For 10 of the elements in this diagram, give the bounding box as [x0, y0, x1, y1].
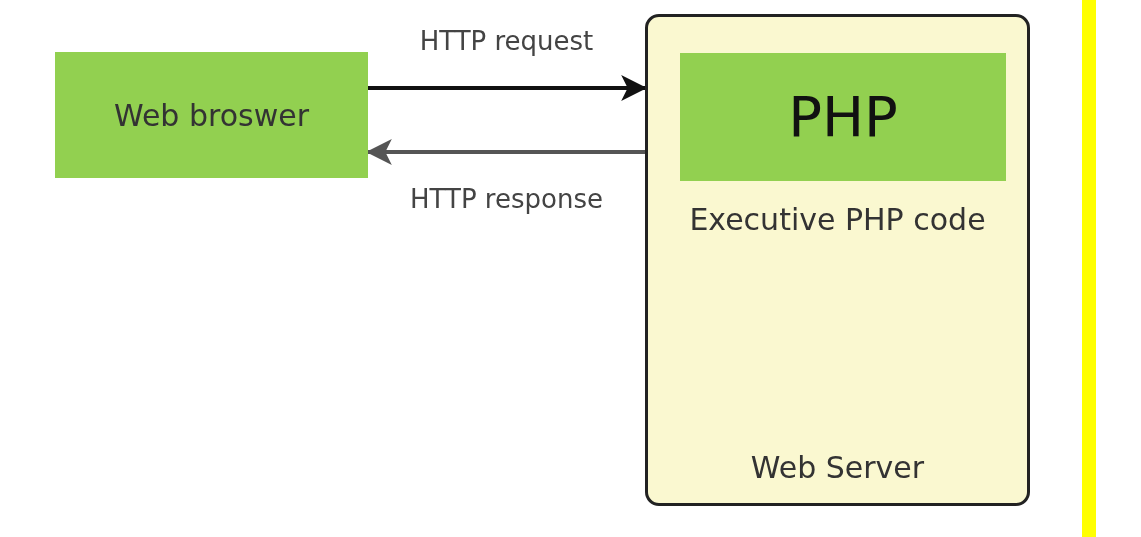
edge-label: HTTP request — [418, 25, 595, 58]
box-caption: Executive PHP code — [688, 201, 987, 239]
component-box — [680, 53, 1006, 181]
vertical-bar — [1082, 0, 1096, 537]
component-box — [55, 52, 368, 178]
box-label: PHP — [788, 83, 898, 151]
box-label: Web broswer — [114, 96, 309, 135]
edge-label: HTTP response — [409, 183, 604, 216]
box-title: Web Server — [749, 449, 926, 487]
server-box — [645, 14, 1030, 506]
